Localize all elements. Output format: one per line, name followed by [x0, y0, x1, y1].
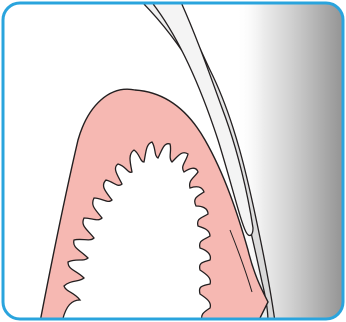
illustration-canvas	[0, 0, 346, 322]
illustration-stage	[0, 0, 346, 322]
